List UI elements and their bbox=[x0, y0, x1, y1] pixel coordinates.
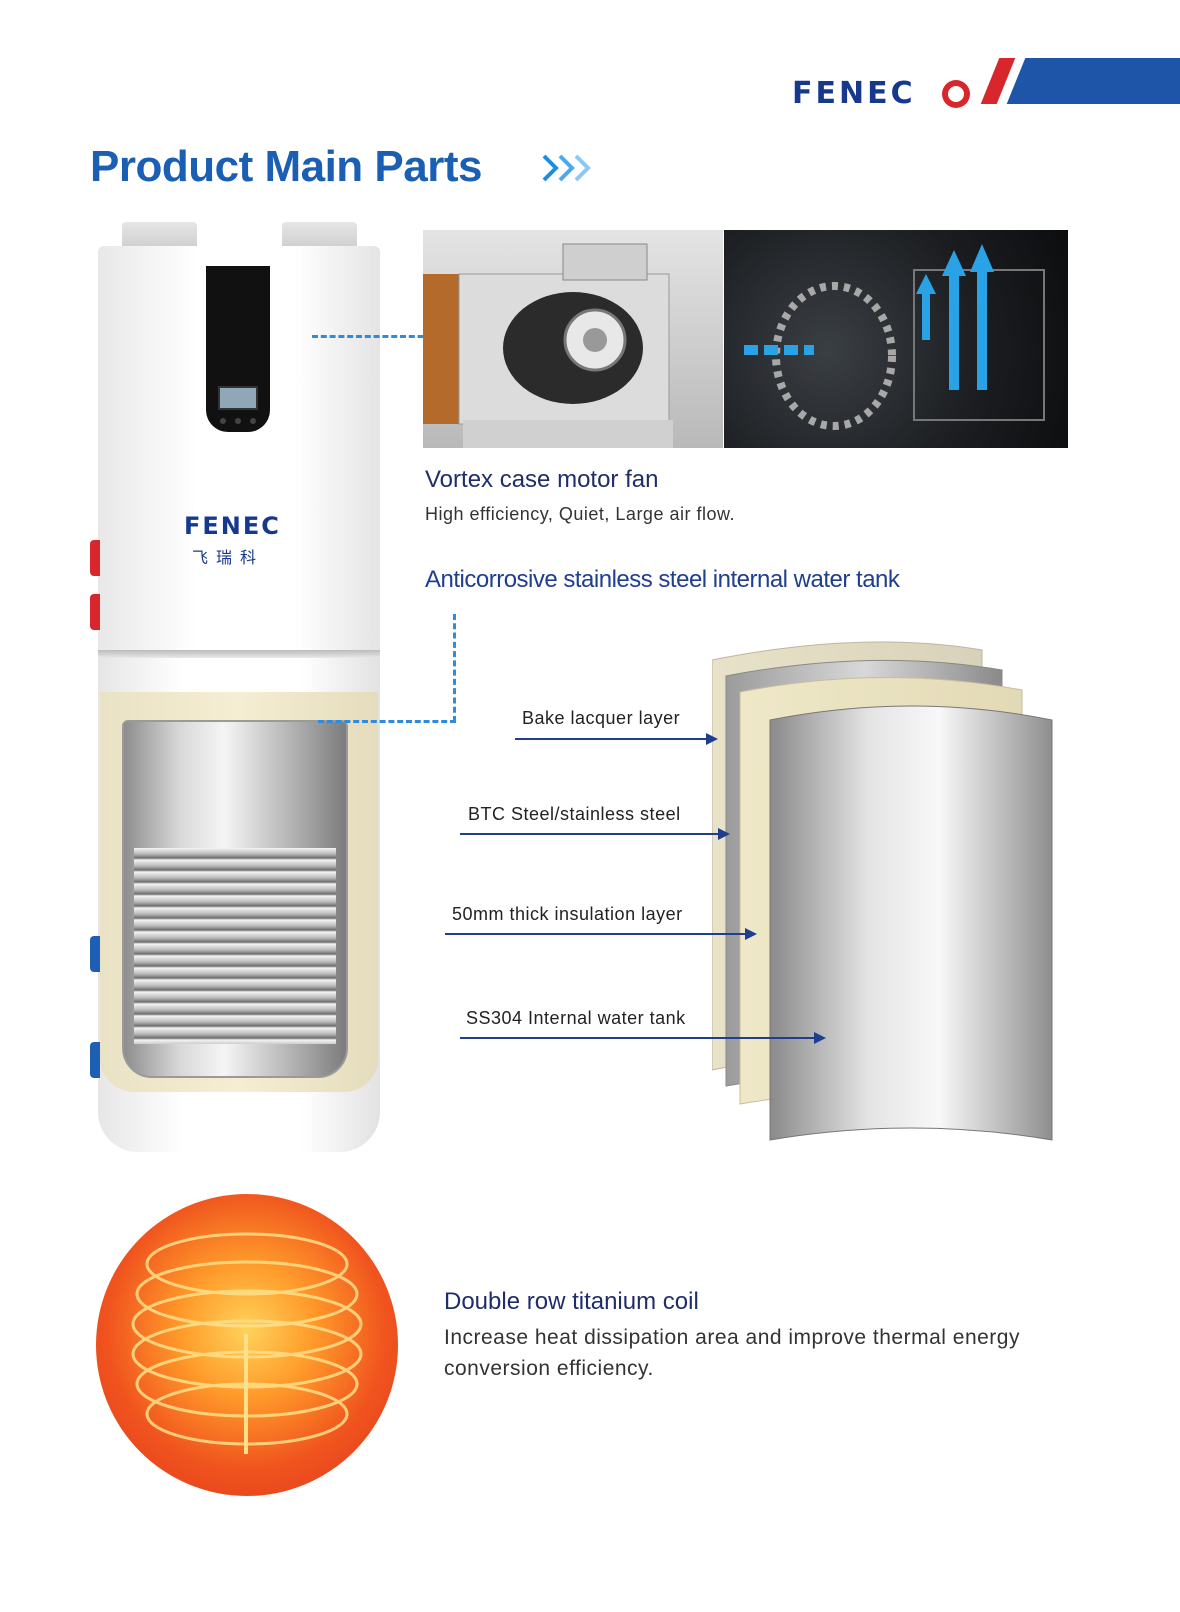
chevron-right-icon bbox=[542, 154, 591, 182]
airflow-arrows-icon bbox=[744, 244, 1045, 430]
arrow-right-icon bbox=[745, 928, 757, 940]
hot-pipe-connector bbox=[90, 594, 100, 630]
coil-heading: Double row titanium coil bbox=[444, 1288, 699, 1315]
panel-button-icon bbox=[220, 418, 226, 424]
page-title: Product Main Parts bbox=[90, 142, 482, 191]
tank-layers-illustration bbox=[712, 641, 1053, 1141]
cold-pipe-connector bbox=[90, 936, 100, 972]
hot-pipe-connector bbox=[90, 540, 100, 576]
lcd-display bbox=[218, 386, 258, 410]
layer-arrow-line bbox=[515, 738, 707, 740]
tank-leader-line-horizontal bbox=[318, 720, 456, 723]
brand-emblem-icon bbox=[942, 80, 970, 108]
unit-seam bbox=[98, 650, 380, 658]
arrow-right-icon bbox=[706, 733, 718, 745]
fan-motor-icon bbox=[423, 243, 673, 448]
control-panel bbox=[206, 266, 270, 432]
heat-pump-unit-illustration: FENEC 飞瑞科 bbox=[90, 222, 380, 1152]
fan-heading: Vortex case motor fan bbox=[425, 466, 659, 493]
header-brand-logo: FENEC bbox=[792, 76, 972, 112]
inner-tank-cutaway bbox=[122, 720, 348, 1078]
tank-coil bbox=[134, 848, 336, 1044]
layer-label-insulation: 50mm thick insulation layer bbox=[452, 904, 683, 924]
layer-label-ss304: SS304 Internal water tank bbox=[466, 1008, 686, 1028]
unit-logo-sub: 飞瑞科 bbox=[192, 550, 265, 567]
coil-icon bbox=[131, 1232, 363, 1454]
coil-description-line1: Increase heat dissipation area and impro… bbox=[444, 1326, 1020, 1349]
air-port-right bbox=[282, 222, 357, 248]
fan-assembly-photo bbox=[423, 230, 723, 448]
titanium-coil-photo bbox=[96, 1194, 398, 1496]
layer-arrow-line bbox=[460, 1037, 814, 1039]
tank-heading: Anticorrosive stainless steel internal w… bbox=[425, 566, 900, 593]
brand-wordmark: FENEC bbox=[792, 76, 916, 111]
arrow-right-icon bbox=[814, 1032, 826, 1044]
layer-arrow-line bbox=[460, 833, 718, 835]
arrow-right-icon bbox=[718, 828, 730, 840]
layer-arrow-line bbox=[445, 933, 745, 935]
layer-label-btc-steel: BTC Steel/stainless steel bbox=[468, 804, 681, 824]
tank-leader-line-vertical bbox=[453, 614, 456, 722]
layer-label-bake-lacquer: Bake lacquer layer bbox=[522, 708, 681, 728]
unit-head bbox=[98, 246, 380, 652]
cold-pipe-connector bbox=[90, 1042, 100, 1078]
fan-description: High efficiency, Quiet, Large air flow. bbox=[425, 504, 735, 524]
panel-button-icon bbox=[250, 418, 256, 424]
air-port-left bbox=[122, 222, 197, 248]
airflow-diagram-photo bbox=[724, 230, 1068, 448]
header-blue-stripe bbox=[1006, 58, 1180, 104]
coil-description-line2: conversion efficiency. bbox=[444, 1357, 654, 1380]
unit-logo: FENEC bbox=[184, 512, 281, 540]
fan-leader-line bbox=[312, 335, 450, 338]
panel-button-icon bbox=[235, 418, 241, 424]
